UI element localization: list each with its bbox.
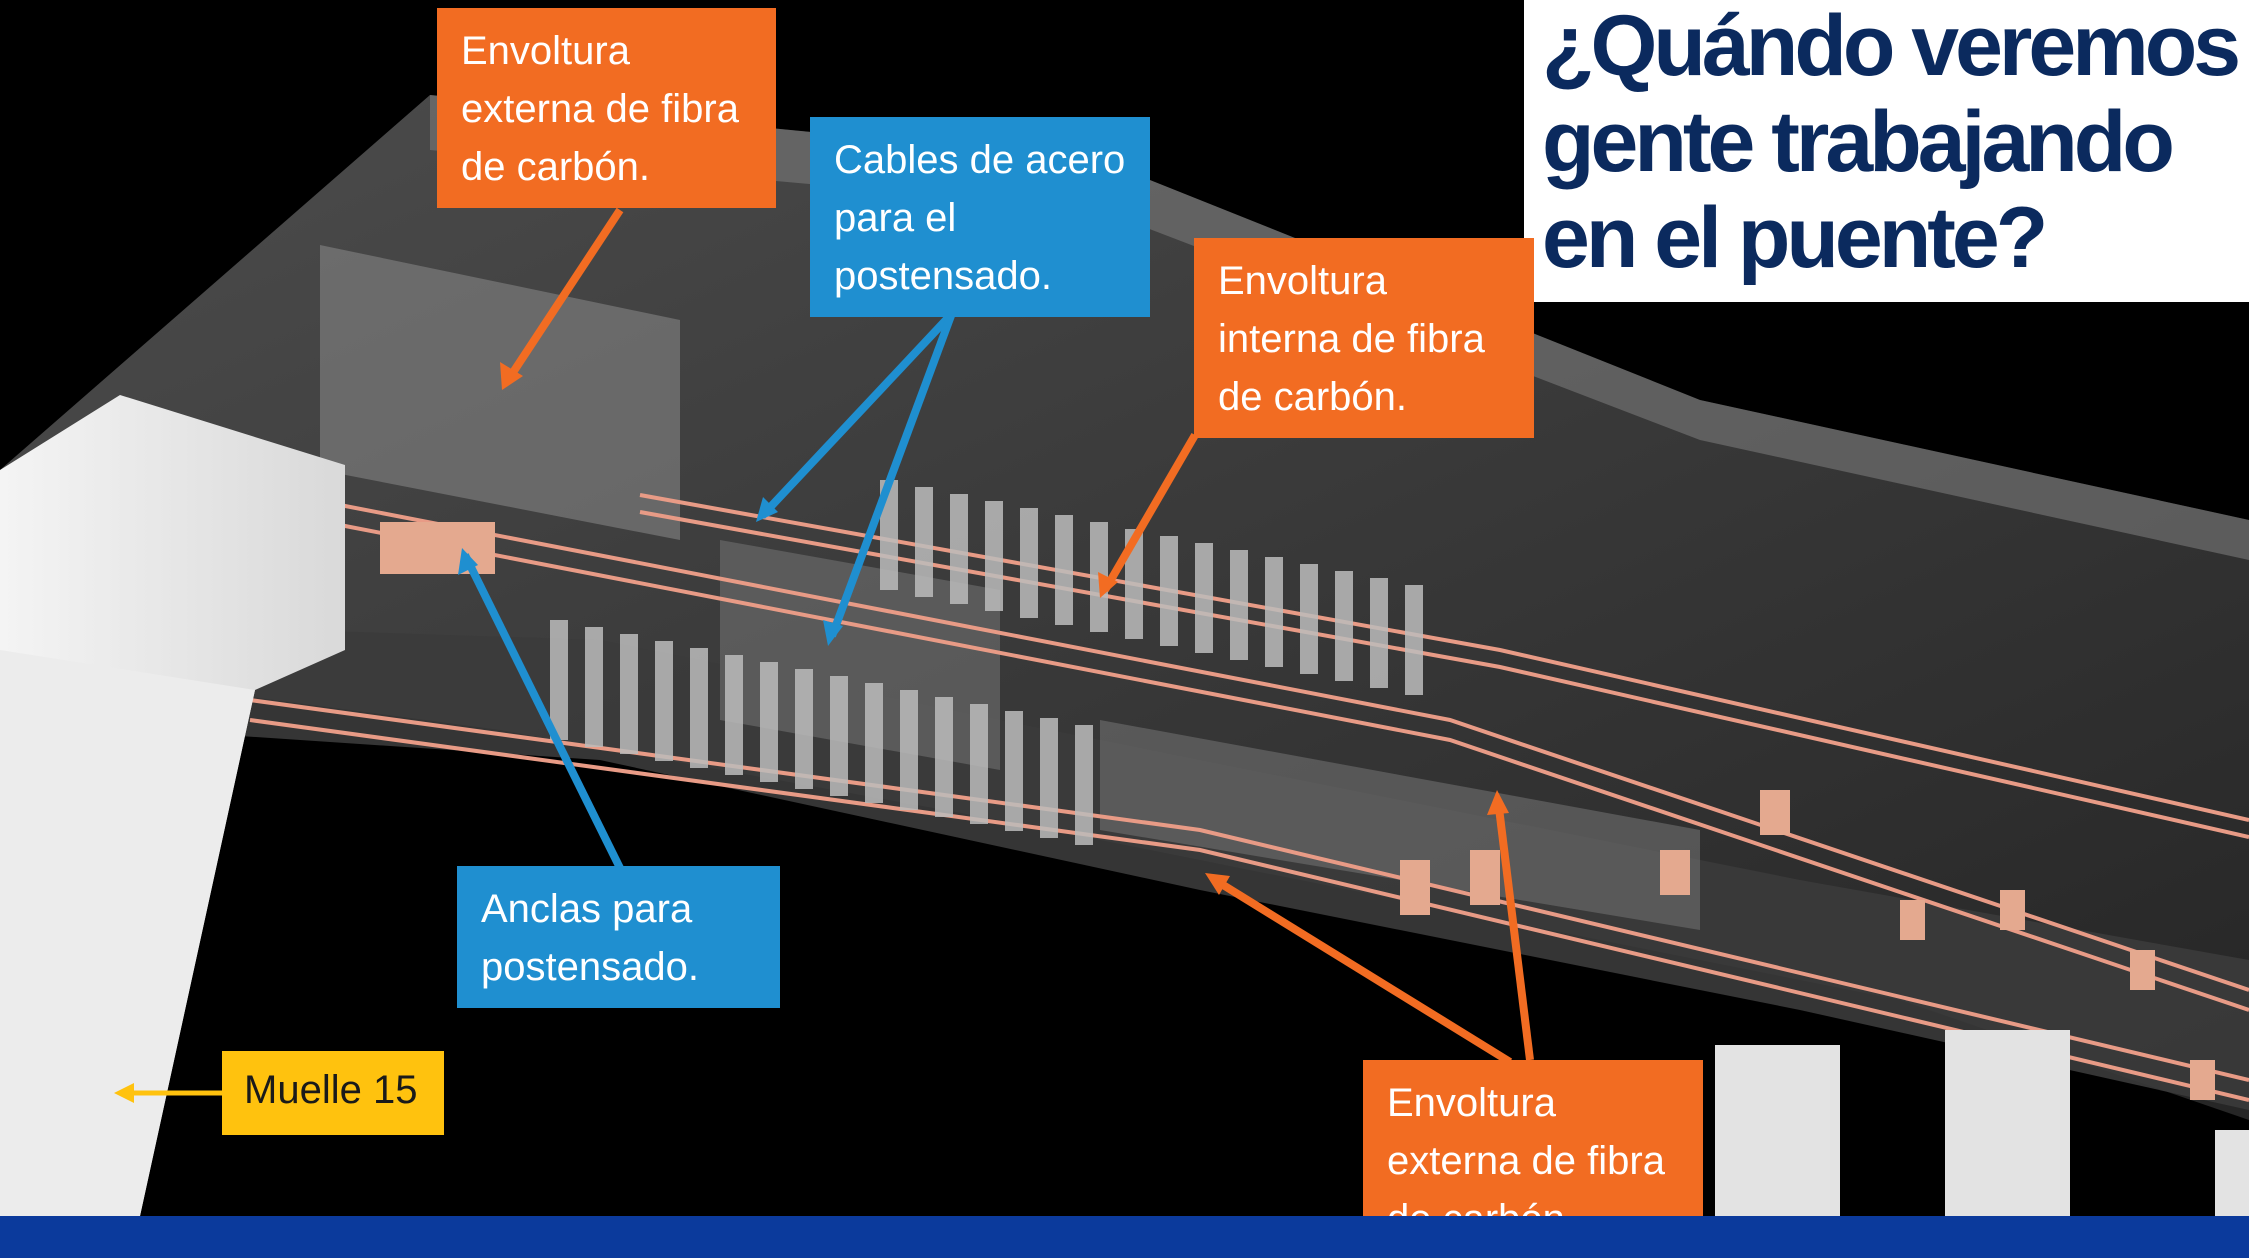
inner-box-right <box>1100 720 1700 930</box>
page-title: ¿Quándo veremos gente trabajando en el p… <box>1542 0 2241 286</box>
title-box: ¿Quándo veremos gente trabajando en el p… <box>1524 0 2249 302</box>
arrow-cables-2 <box>828 303 959 638</box>
arrowhead-pier <box>114 1083 134 1103</box>
post-tension-anchors <box>380 522 2215 1100</box>
pier-15-shade <box>0 650 255 1216</box>
callout-steel-cables: Cables de acero para el postensado. <box>810 117 1150 317</box>
pier-4 <box>2215 1130 2249 1216</box>
arrowhead-outer-wrap-bottom-2 <box>1205 873 1230 895</box>
outer-carbon-wrap-box <box>320 245 680 540</box>
footer-bar <box>0 1216 2249 1258</box>
pier-3 <box>1945 1030 2070 1216</box>
arrowhead-anchors <box>458 548 478 575</box>
post-tension-cables <box>249 493 2249 1102</box>
arrow-anchors <box>461 553 624 870</box>
callout-pier-15: Muelle 15 <box>222 1051 444 1135</box>
arrow-inner-wrap <box>1101 432 1199 593</box>
callout-outer-carbon-wrap-top: Envoltura externa de fibra de carbón. <box>437 8 776 208</box>
arrowhead-inner-wrap <box>1098 572 1118 598</box>
arrow-cables-1 <box>759 302 963 519</box>
stiffener-fins <box>550 480 1423 845</box>
callout-inner-carbon-wrap: Envoltura interna de fibra de carbón. <box>1194 238 1534 438</box>
inner-box-left <box>720 540 1000 770</box>
callout-anchors: Anclas para postensado. <box>457 866 780 1008</box>
arrow-outer-wrap-top <box>504 207 624 383</box>
pier-2 <box>1715 1045 1840 1216</box>
arrow-outer-wrap-bottom-1 <box>1494 799 1534 1061</box>
bridge-deck-top <box>430 95 2249 560</box>
arrowhead-cables-2 <box>823 620 843 646</box>
arrowhead-outer-wrap-bottom-1 <box>1487 790 1509 815</box>
arrow-outer-wrap-bottom-2 <box>1212 876 1513 1066</box>
arrowhead-outer-wrap-top <box>500 362 523 390</box>
arrowhead-cables-1 <box>756 497 778 522</box>
